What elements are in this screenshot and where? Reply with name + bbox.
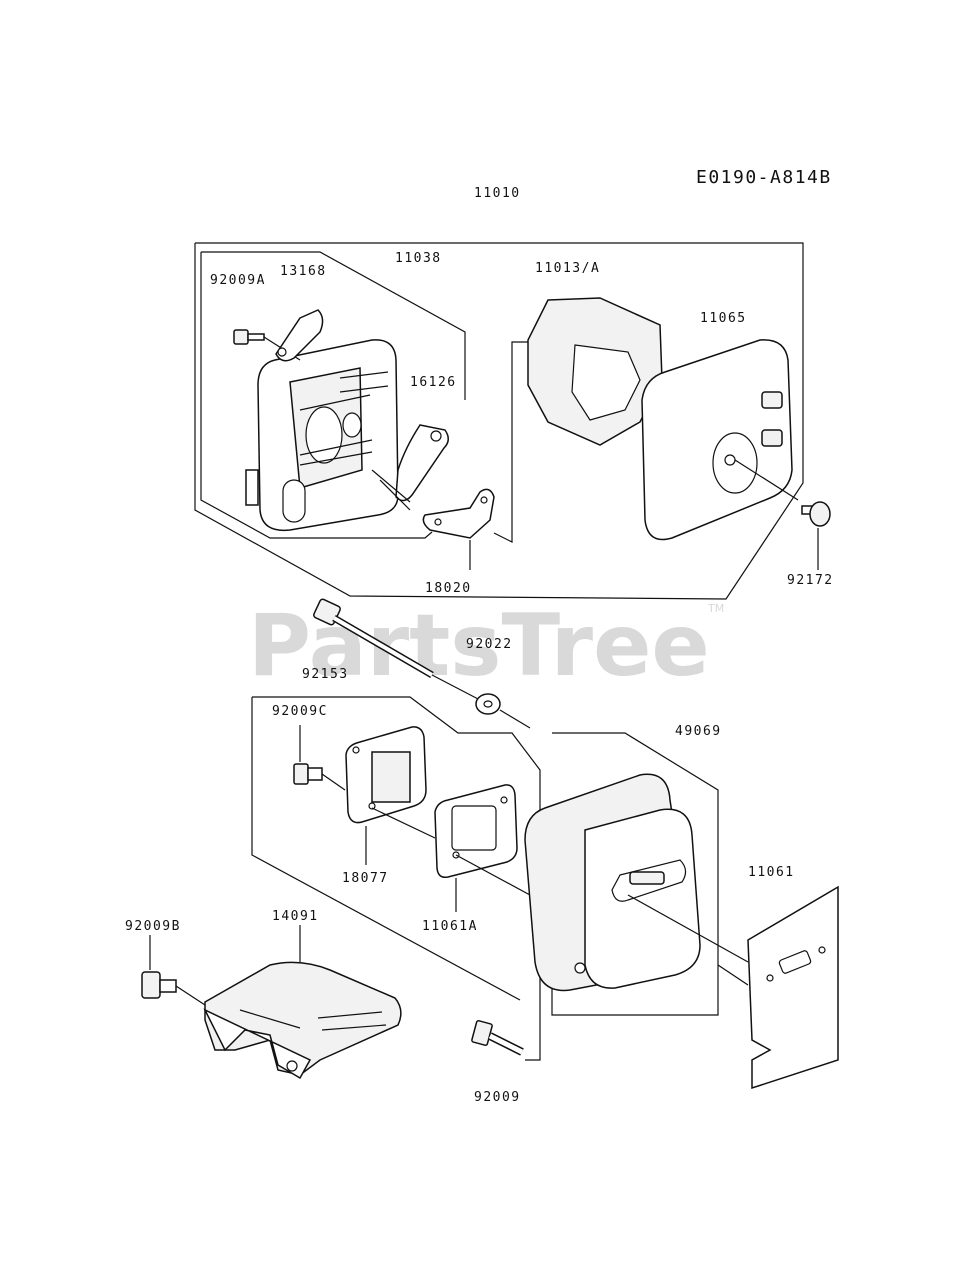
label-11013a[interactable]: 11013/A	[535, 261, 600, 276]
part-muffler-49069[interactable]	[524, 773, 749, 992]
part-guard-14091[interactable]	[203, 925, 402, 1080]
diagram-code: E0190-A814B	[696, 167, 832, 188]
label-16126[interactable]: 16126	[410, 375, 457, 390]
part-element-11013a[interactable]	[527, 297, 663, 446]
part-lever-13168[interactable]	[275, 309, 324, 362]
label-11061a[interactable]: 11061A	[422, 919, 478, 934]
outline-11038-top	[201, 251, 466, 400]
label-92022[interactable]: 92022	[466, 637, 513, 652]
label-92172[interactable]: 92172	[787, 573, 834, 588]
part-washer-92022[interactable]	[475, 693, 501, 715]
label-13168[interactable]: 13168	[280, 264, 327, 279]
part-screw-92009c[interactable]	[293, 725, 346, 791]
part-bolt-92153[interactable]	[313, 598, 434, 679]
part-gasket-11061[interactable]	[747, 885, 839, 1090]
part-gasket-11061a[interactable]	[434, 784, 531, 912]
part-screw-92009[interactable]	[471, 1020, 524, 1056]
label-18020[interactable]: 18020	[425, 581, 472, 596]
label-11010[interactable]: 11010	[474, 186, 521, 201]
part-choke-bracket-16126[interactable]	[371, 424, 449, 511]
assembly-outline-11010	[194, 242, 804, 600]
label-11038[interactable]: 11038	[395, 251, 442, 266]
label-92009[interactable]: 92009	[474, 1090, 521, 1105]
label-92009b[interactable]: 92009B	[125, 919, 181, 934]
label-92153[interactable]: 92153	[302, 667, 349, 682]
watermark-trademark: TM	[707, 602, 724, 615]
part-screw-92009b[interactable]	[141, 935, 206, 1006]
label-92009c[interactable]: 92009C	[272, 704, 328, 719]
label-14091[interactable]: 14091	[272, 909, 319, 924]
label-11061[interactable]: 11061	[748, 865, 795, 880]
part-bracket-18020[interactable]	[422, 488, 495, 570]
part-cover-11065[interactable]	[641, 339, 799, 541]
part-plate-18077[interactable]	[345, 726, 436, 865]
part-base-plate-11038[interactable]	[245, 339, 399, 532]
label-92009a[interactable]: 92009A	[210, 273, 266, 288]
assembly-outline-49069	[551, 732, 719, 1016]
label-49069[interactable]: 49069	[675, 724, 722, 739]
part-labels: 11010 11038 13168 92009A 16126 18020 110…	[125, 186, 834, 1105]
label-11065[interactable]: 11065	[700, 311, 747, 326]
assembly-outline-muffler	[252, 696, 541, 810]
air-cleaner-assembly-group	[194, 242, 831, 600]
assembly-outline-11038	[200, 252, 433, 539]
part-screw-92172[interactable]	[801, 501, 831, 570]
muffler-assembly-group	[141, 696, 839, 1090]
label-18077[interactable]: 18077	[342, 871, 389, 886]
